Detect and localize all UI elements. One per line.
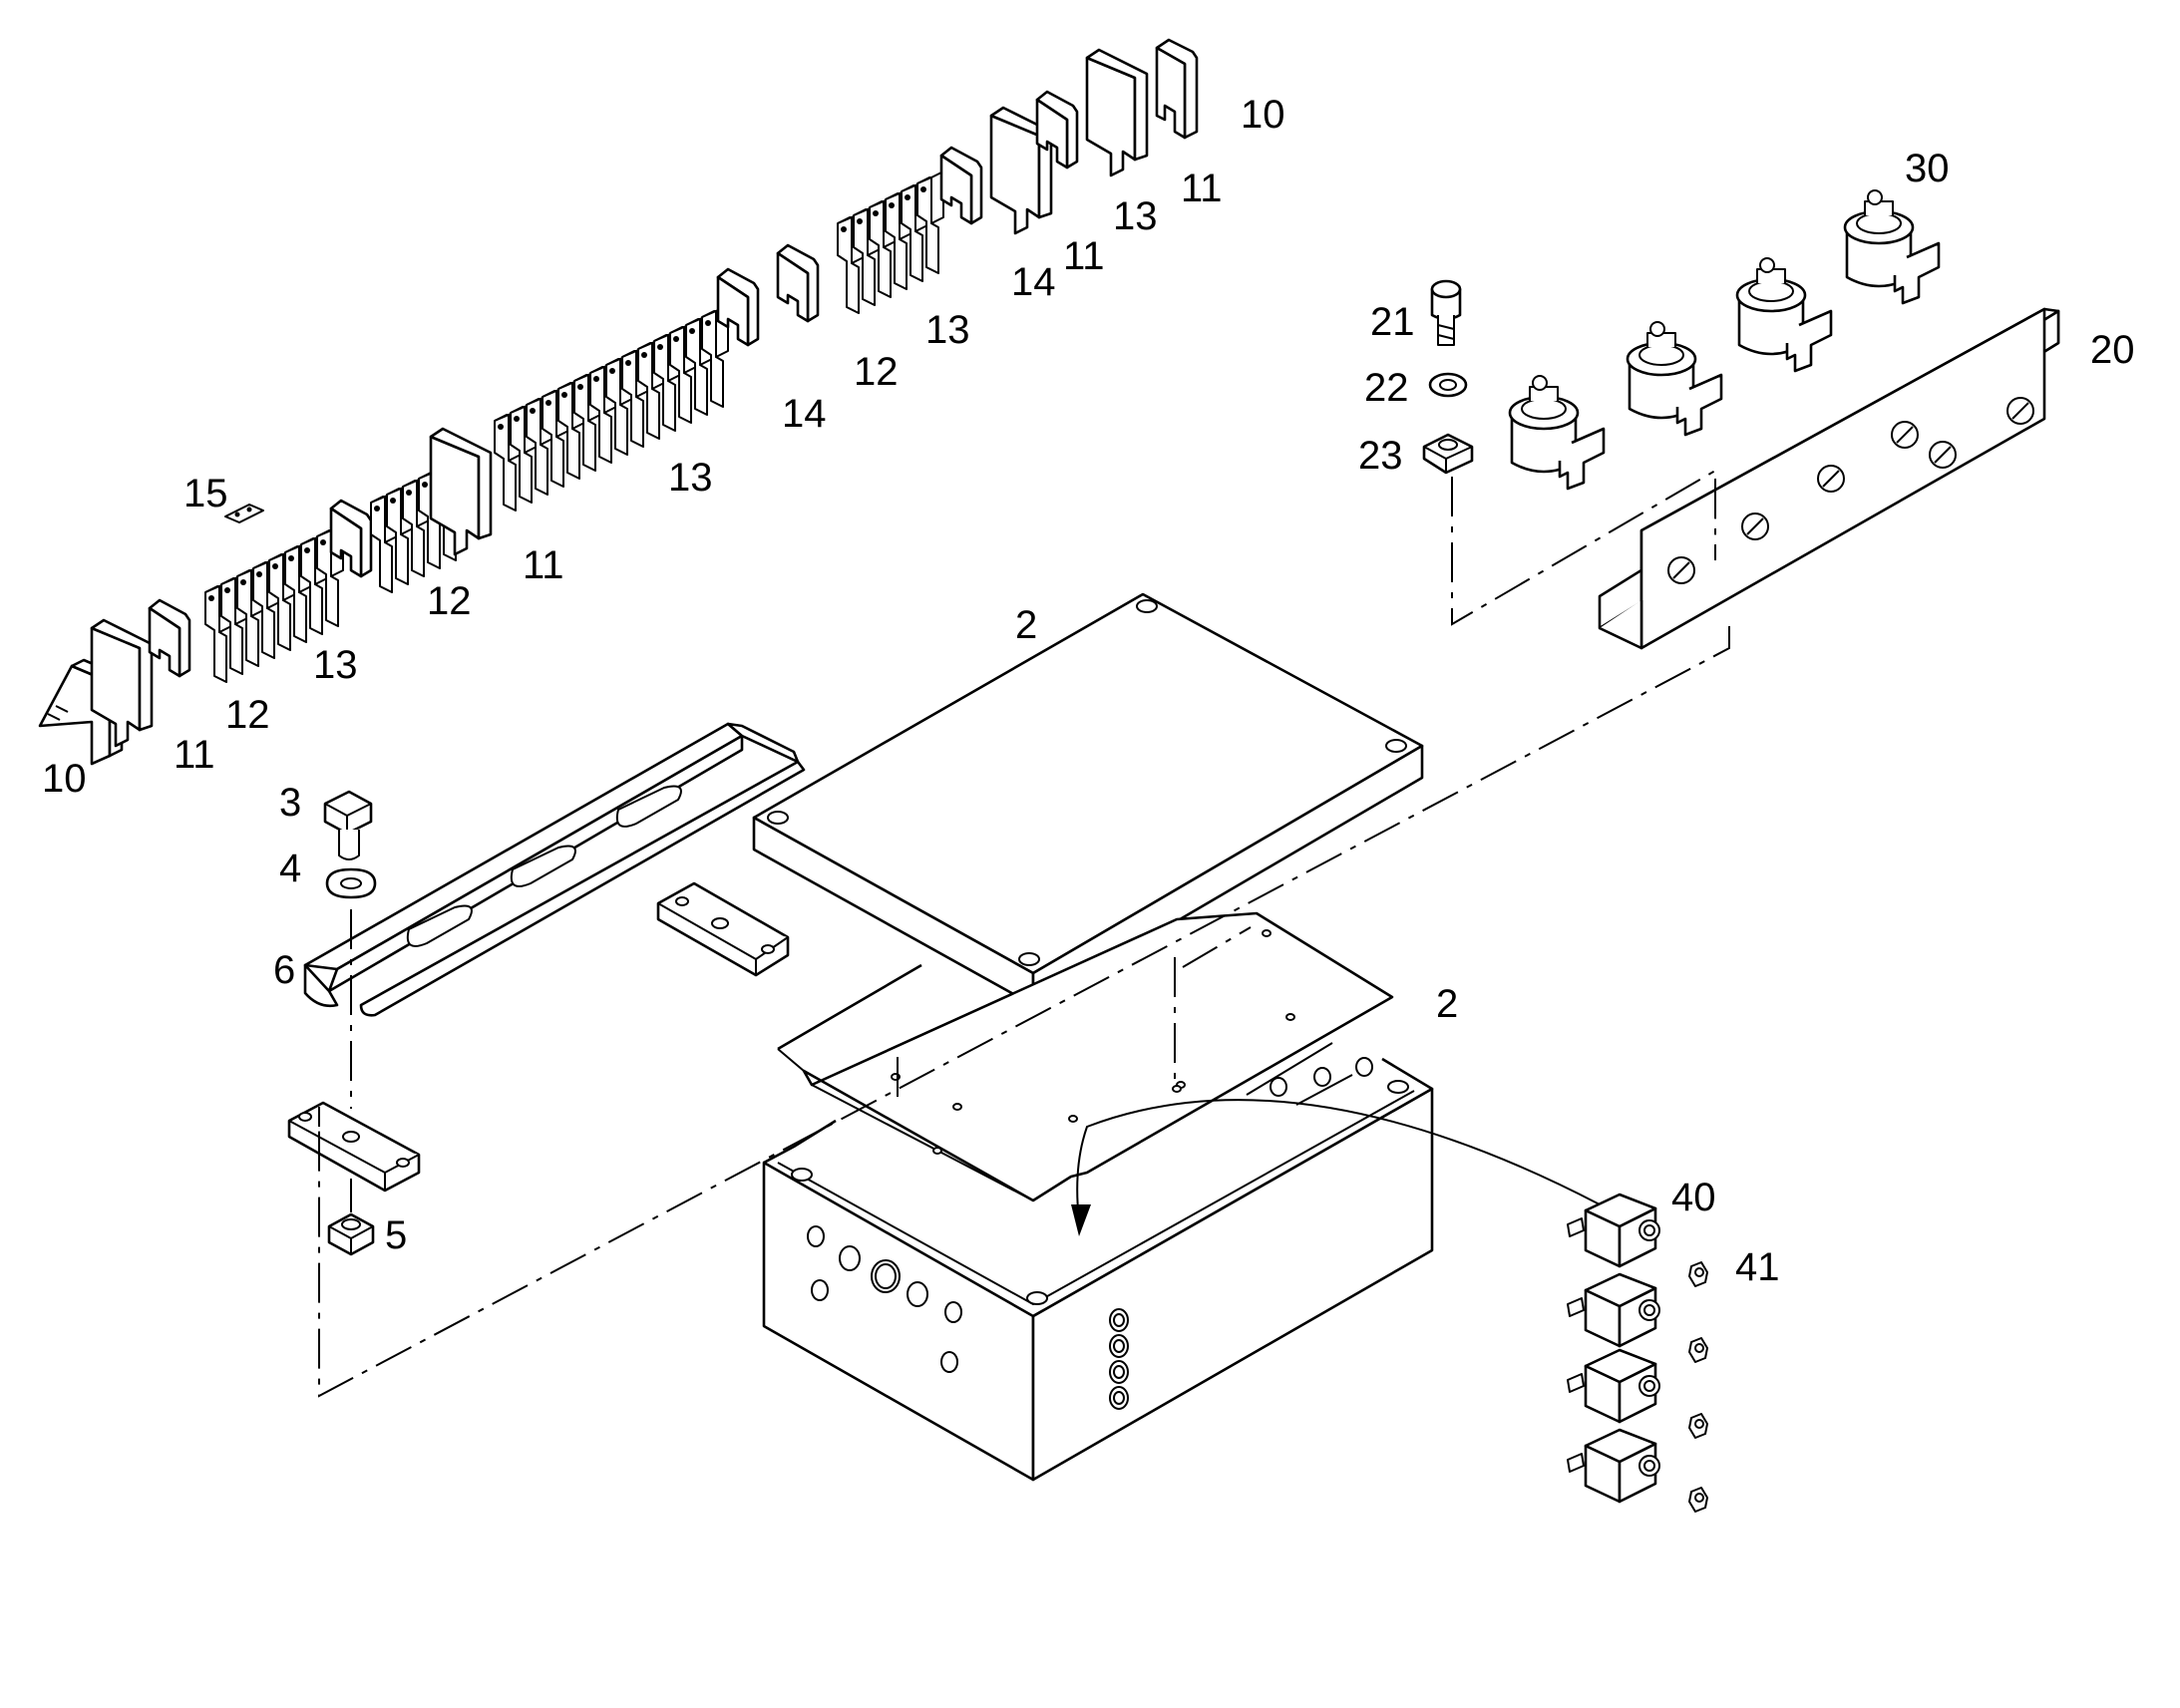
spacer-bar-upper bbox=[656, 881, 790, 977]
callout-15: 15 bbox=[183, 472, 228, 515]
assembly-lines bbox=[318, 469, 1730, 1398]
callout-11-left: 11 bbox=[174, 733, 215, 777]
bolt-and-washer bbox=[323, 790, 377, 899]
terminal-strip-assembly bbox=[38, 38, 1199, 766]
callout-14-mid: 14 bbox=[782, 392, 827, 436]
relay-2 bbox=[1626, 320, 1723, 437]
terminal-block-group-mid-right bbox=[837, 171, 944, 314]
callout-40: 40 bbox=[1671, 1176, 1716, 1219]
callout-30: 30 bbox=[1905, 147, 1950, 190]
callout-10-left: 10 bbox=[42, 757, 87, 801]
callout-11-top-mid: 11 bbox=[1063, 234, 1105, 278]
callout-11-center: 11 bbox=[523, 543, 564, 587]
callout-5: 5 bbox=[385, 1213, 407, 1257]
nut-5 bbox=[327, 1212, 375, 1256]
callout-3: 3 bbox=[279, 781, 301, 825]
enclosure-box bbox=[762, 1042, 1434, 1482]
relay-rail-assembly bbox=[1508, 188, 2060, 650]
end-clamp-top bbox=[939, 146, 983, 225]
callout-22: 22 bbox=[1364, 366, 1409, 410]
install-arrow bbox=[1071, 1099, 1601, 1236]
callout-12-left-mid: 12 bbox=[427, 579, 472, 623]
callout-23: 23 bbox=[1358, 434, 1403, 478]
rail-screws bbox=[1667, 397, 2034, 584]
coil-block-4 bbox=[1566, 1428, 1661, 1504]
relay-4 bbox=[1843, 188, 1941, 305]
callout-13-center: 13 bbox=[668, 456, 713, 500]
relay-1 bbox=[1508, 374, 1606, 491]
callout-13-top-right: 13 bbox=[1113, 194, 1158, 238]
callout-10-right: 10 bbox=[1241, 93, 1285, 137]
callout-11-top-right: 11 bbox=[1181, 167, 1223, 210]
screw-washer-nut-set bbox=[1422, 279, 1474, 475]
callout-21: 21 bbox=[1370, 300, 1415, 344]
nut-set-41 bbox=[1688, 1261, 1708, 1513]
end-clamp-mid-right bbox=[776, 243, 820, 323]
separator-plate-top-right bbox=[1085, 48, 1149, 177]
callout-12-mid: 12 bbox=[854, 350, 899, 394]
coil-block-3 bbox=[1566, 1348, 1661, 1424]
din-rail bbox=[303, 722, 806, 1017]
callout-12-left: 12 bbox=[225, 693, 270, 737]
coil-block-1 bbox=[1566, 1193, 1661, 1268]
callout-4: 4 bbox=[279, 847, 301, 890]
callout-13-left: 13 bbox=[313, 643, 358, 687]
callout-6: 6 bbox=[273, 948, 295, 992]
coil-block-2 bbox=[1566, 1272, 1661, 1348]
callout-13-mid-right: 13 bbox=[925, 308, 970, 352]
side-holes bbox=[807, 1225, 962, 1373]
mounting-plate bbox=[777, 911, 1394, 1202]
callout-labels: 10 11 13 11 14 13 12 14 13 11 12 15 13 1… bbox=[42, 93, 2135, 1289]
callout-14-top: 14 bbox=[1011, 260, 1056, 304]
end-stop-right bbox=[1155, 38, 1199, 140]
callout-41: 41 bbox=[1735, 1245, 1780, 1289]
callout-20: 20 bbox=[2090, 328, 2135, 372]
callout-2-gasket: 2 bbox=[1436, 982, 1458, 1026]
relay-3 bbox=[1735, 256, 1833, 373]
end-clamp-left bbox=[148, 598, 191, 678]
callout-2-lid: 2 bbox=[1015, 603, 1037, 647]
coil-block-stack bbox=[1566, 1193, 1661, 1504]
marker-tag bbox=[224, 504, 264, 523]
cover-lid bbox=[752, 592, 1424, 1007]
spacer-bar-lower bbox=[287, 1101, 421, 1193]
